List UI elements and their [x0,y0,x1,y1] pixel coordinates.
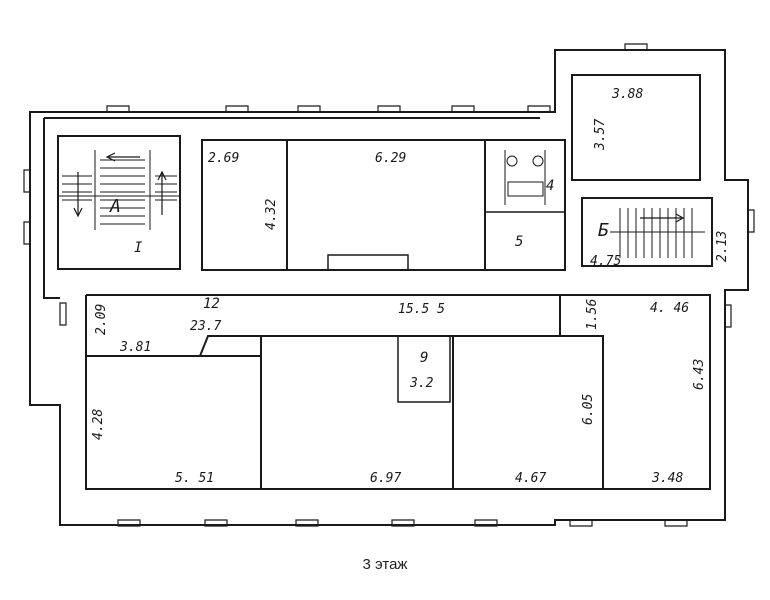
room-number-1: I [134,240,143,256]
dim-4-67: 4.67 [515,471,546,486]
room-number-9: 9 [420,350,428,366]
dim-4-32: 4.32 [264,199,279,230]
dim-3-2: 3.2 [409,376,434,391]
dim-3-81: 3.81 [119,340,151,355]
dim-6-05: 6.05 [581,394,596,425]
dim-2-09: 2.09 [94,304,109,335]
dim-3-88: 3.88 [611,87,643,102]
dim-6-29: 6.29 [375,151,406,166]
dim-3-48: 3.48 [651,471,683,486]
lower-rooms [85,294,711,490]
stair-labels: А Б [109,196,609,241]
dim-15-55: 15.5 5 [398,302,445,317]
stair-label-left: А [109,196,121,217]
dim-2-13: 2.13 [715,231,730,262]
dim-2-69: 2.69 [208,151,239,166]
upper-rooms [201,139,566,271]
stair-label-right: Б [598,220,609,241]
floor-caption: 3 этаж [362,556,408,573]
dim-4-75: 4.75 [590,254,621,269]
outer-walls [29,49,749,526]
dim-3-57: 3.57 [593,119,608,151]
dim-4-46: 4. 46 [650,301,689,316]
stair-block-left [57,135,181,270]
right-tower [571,74,713,267]
dim-6-43: 6.43 [692,359,707,390]
dimension-labels: 2.69 6.29 4.32 3.88 3.57 2.13 4.75 2.09 … [91,87,730,486]
room-number-5: 5 [515,234,523,250]
dim-5-51: 5. 51 [175,471,214,486]
dim-1-56: 1.56 [585,299,600,330]
room-number-labels: I 5 9 12 4 [134,178,554,366]
room-number-12: 12 [203,296,220,312]
dim-4-28: 4.28 [91,409,106,440]
dim-6-97: 6.97 [370,471,401,486]
dim-23-7: 23.7 [190,319,221,334]
corridor [85,294,600,357]
room-number-4: 4 [546,178,554,194]
windows [23,43,755,527]
